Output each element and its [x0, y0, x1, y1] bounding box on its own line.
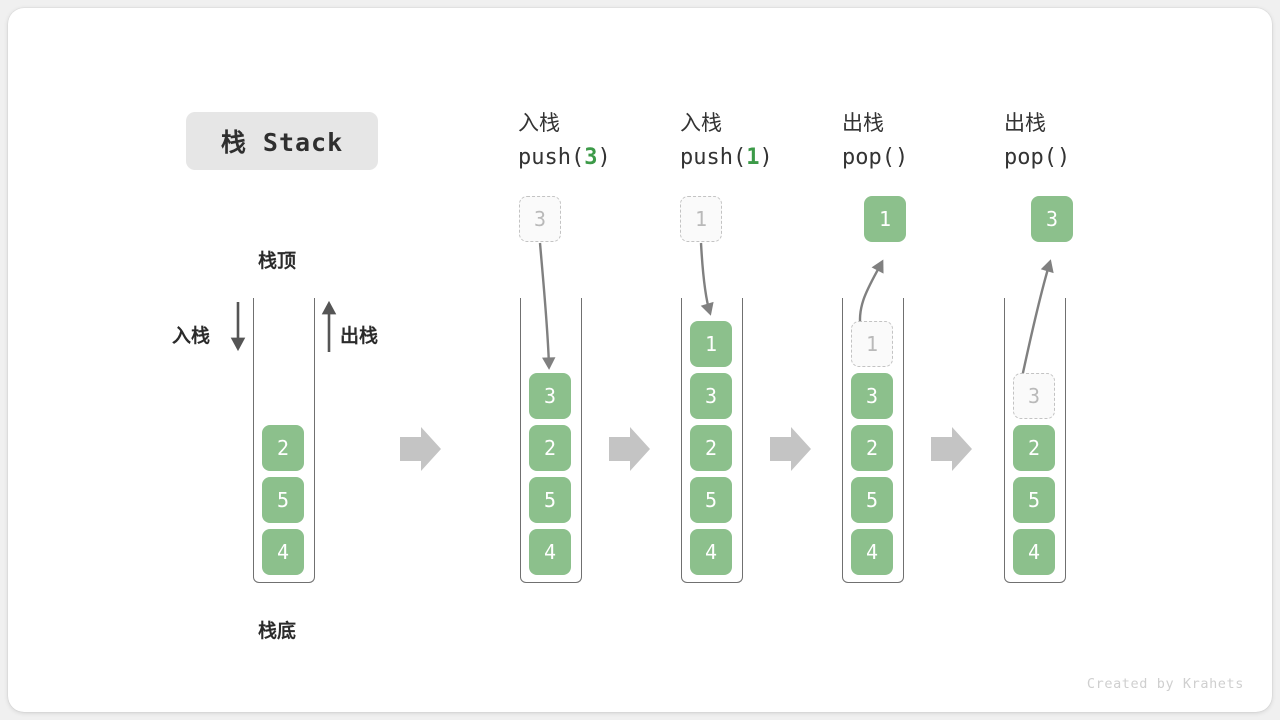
stack-container-push-1 — [681, 298, 743, 583]
fn-suffix: ) — [597, 145, 611, 170]
stack-top-label: 栈顶 — [258, 250, 297, 272]
stack-container-push-3 — [520, 298, 582, 583]
column-header-pop-3: 出栈 pop() — [1004, 108, 1070, 173]
floating-cell-push-3: 3 — [519, 196, 561, 242]
stack-cell: 4 — [851, 529, 893, 575]
stack-cell-ghost: 3 — [1013, 373, 1055, 419]
stack-cell-ghost: 1 — [851, 321, 893, 367]
column-header-fn: push(3) — [518, 143, 611, 173]
fn-prefix: push( — [680, 145, 747, 170]
column-header-fn: push(1) — [680, 143, 773, 173]
column-header-cn: 出栈 — [1004, 111, 1046, 135]
stack-container-pop-1 — [842, 298, 904, 583]
fn-suffix: ) — [759, 145, 773, 170]
push-side-label: 入栈 — [172, 325, 211, 347]
fn-prefix: push( — [518, 145, 585, 170]
column-header-cn: 入栈 — [680, 111, 722, 135]
column-header-pop-1: 出栈 pop() — [842, 108, 908, 173]
fn-prefix: pop( — [1004, 145, 1057, 170]
stack-cell: 4 — [262, 529, 304, 575]
page-title: 栈 Stack — [186, 112, 378, 170]
stack-cell: 5 — [1013, 477, 1055, 523]
stack-cell: 1 — [690, 321, 732, 367]
stack-container-initial — [253, 298, 315, 583]
fn-suffix: ) — [894, 145, 909, 170]
fn-arg: 1 — [746, 145, 760, 170]
popped-cell-3: 3 — [1031, 196, 1073, 242]
stack-cell: 3 — [690, 373, 732, 419]
stack-cell: 2 — [262, 425, 304, 471]
stack-cell: 2 — [851, 425, 893, 471]
column-header-cn: 出栈 — [842, 111, 884, 135]
stack-cell: 5 — [851, 477, 893, 523]
column-header-cn: 入栈 — [518, 111, 560, 135]
pop-side-label: 出栈 — [340, 325, 379, 347]
stack-cell: 2 — [1013, 425, 1055, 471]
stack-cell: 3 — [529, 373, 571, 419]
stack-cell: 5 — [690, 477, 732, 523]
stack-bottom-label: 栈底 — [258, 620, 297, 642]
column-header-fn: pop() — [1004, 143, 1070, 173]
stack-cell: 5 — [529, 477, 571, 523]
stack-cell: 4 — [529, 529, 571, 575]
column-header-fn: pop() — [842, 143, 908, 173]
fn-prefix: pop( — [842, 145, 895, 170]
fn-suffix: ) — [1056, 145, 1071, 170]
stack-cell: 4 — [1013, 529, 1055, 575]
fn-arg: 3 — [584, 145, 598, 170]
footer-credit: Created by Krahets — [1086, 676, 1244, 692]
stack-cell: 3 — [851, 373, 893, 419]
column-header-push-3: 入栈 push(3) — [518, 108, 611, 173]
stack-cell: 2 — [690, 425, 732, 471]
stack-container-pop-3 — [1004, 298, 1066, 583]
floating-cell-push-1: 1 — [680, 196, 722, 242]
stack-cell: 5 — [262, 477, 304, 523]
stack-cell: 2 — [529, 425, 571, 471]
column-header-push-1: 入栈 push(1) — [680, 108, 773, 173]
popped-cell-1: 1 — [864, 196, 906, 242]
stack-cell: 4 — [690, 529, 732, 575]
